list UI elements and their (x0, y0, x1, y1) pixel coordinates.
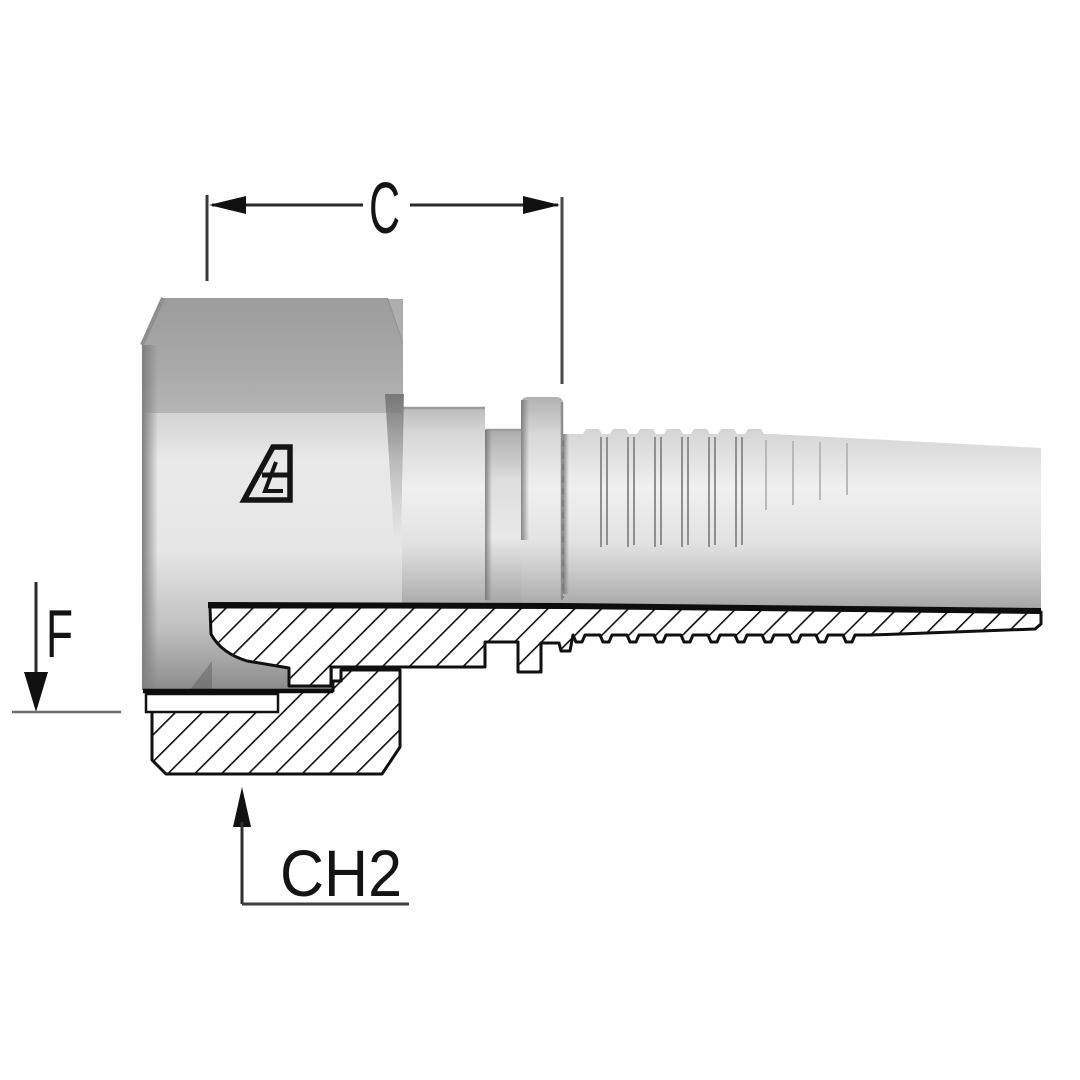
dimension-ch2: CH2 (233, 787, 409, 910)
section-top-heavy-line (207, 602, 1042, 614)
nut-surface-window (144, 692, 280, 714)
dim-c-label: C (369, 169, 400, 249)
hex-left-shadow (142, 345, 158, 690)
serration-grooves-faint (765, 440, 848, 510)
section-stem-band (208, 605, 1043, 688)
groove-step-shadow (485, 430, 492, 600)
shank-left-shadow (563, 434, 569, 594)
dim-ch2-arrow-up (233, 787, 251, 827)
dim-ch2-label: CH2 (280, 836, 402, 910)
dimension-c: C (205, 169, 564, 384)
collar-ring (521, 397, 563, 612)
dim-f-label: F (46, 596, 73, 672)
section-view (143, 602, 1043, 776)
neck-cylinder (402, 407, 485, 612)
hex-nut-top-face (142, 298, 403, 413)
brand-logo-icon (239, 444, 293, 503)
hex-chamfer-edge (140, 297, 165, 346)
hex-bottom-shadow (190, 661, 212, 690)
dim-c-arrow-right (523, 196, 560, 214)
fitting-illustration (140, 297, 1041, 690)
collar-left-shadow (521, 400, 529, 540)
dimension-f: F (12, 582, 121, 714)
dim-c-arrow-left (209, 196, 246, 214)
hex-topright-shade (387, 299, 403, 344)
dim-f-arrow-down (24, 672, 48, 712)
hex-right-shadow-wedge (385, 394, 404, 538)
serration-grooves (600, 437, 743, 547)
